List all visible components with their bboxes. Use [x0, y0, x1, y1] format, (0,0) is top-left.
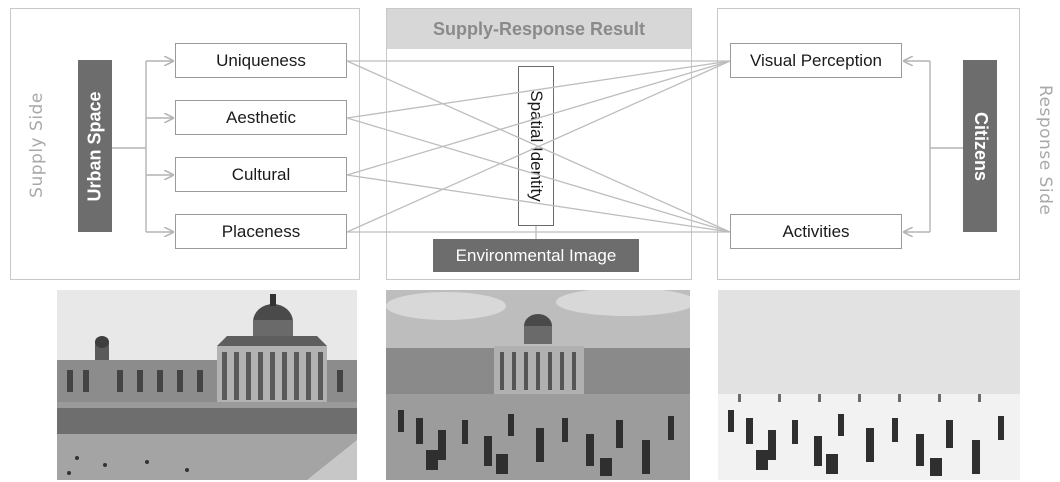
node-cultural: Cultural [175, 157, 347, 192]
crowd-only-photo-icon [718, 290, 1020, 480]
photo-building-crowd [386, 290, 690, 480]
node-aesthetic: Aesthetic [175, 100, 347, 135]
supply-bracket [112, 61, 173, 232]
photo-building [57, 290, 357, 480]
environmental-image-box: Environmental Image [433, 239, 639, 272]
result-header: Supply-Response Result [387, 9, 691, 49]
building-with-crowd-photo-icon [386, 290, 690, 480]
urban-space-box: Urban Space [78, 60, 112, 232]
citizens-box: Citizens [963, 60, 997, 232]
node-placeness: Placeness [175, 214, 347, 249]
connector-lines [112, 0, 963, 239]
photo-crowd [718, 290, 1020, 480]
cross-links [346, 60, 731, 239]
node-visual-perception: Visual Perception [730, 43, 902, 78]
node-activities: Activities [730, 214, 902, 249]
node-uniqueness: Uniqueness [175, 43, 347, 78]
response-bracket [904, 61, 963, 232]
building-facade-photo-icon [57, 290, 357, 480]
